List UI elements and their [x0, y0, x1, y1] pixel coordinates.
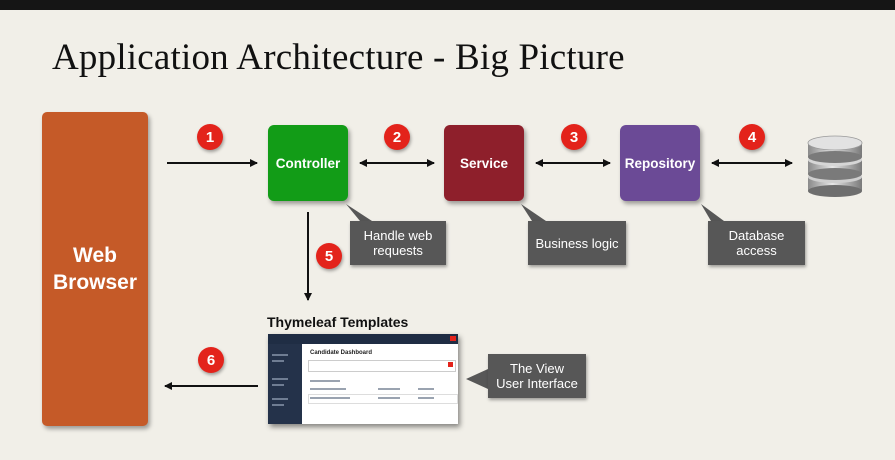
step-badge-3: 3 — [561, 124, 587, 150]
screenshot-nav-button — [450, 336, 456, 341]
controller-box: Controller — [268, 125, 348, 201]
screenshot-text-line — [272, 398, 288, 400]
callout-pointer-controller — [346, 204, 372, 221]
callout-pointer-view — [466, 369, 488, 389]
callout-pointer-service — [521, 204, 546, 221]
repository-box: Repository — [620, 125, 700, 201]
step-badge-6: 6 — [198, 347, 224, 373]
screenshot-navbar — [268, 334, 458, 344]
note-the-view: The View User Interface — [488, 354, 586, 398]
web-browser-box: Web Browser — [42, 112, 148, 426]
screenshot-text-line — [418, 397, 434, 399]
note-handle-web-requests: Handle web requests — [350, 221, 446, 265]
screenshot-text-line — [310, 380, 340, 382]
dashboard-screenshot: Candidate Dashboard — [268, 334, 458, 424]
step-badge-4: 4 — [739, 124, 765, 150]
screenshot-search-bar — [308, 360, 456, 372]
screenshot-text-line — [272, 384, 284, 386]
screenshot-dashboard-title: Candidate Dashboard — [310, 350, 373, 356]
step-badge-1: 1 — [197, 124, 223, 150]
screenshot-text-line — [272, 378, 288, 380]
screenshot-text-line — [272, 404, 284, 406]
callout-pointer-repository — [701, 204, 724, 221]
note-business-logic: Business logic — [528, 221, 626, 265]
screenshot-text-line — [418, 388, 434, 390]
screenshot-text-line — [378, 388, 400, 390]
slide-title: Application Architecture - Big Picture — [52, 37, 625, 78]
database-icon — [807, 135, 863, 197]
screenshot-search-button — [448, 362, 453, 367]
screenshot-text-line — [378, 397, 400, 399]
thymeleaf-templates-label: Thymeleaf Templates — [267, 314, 409, 330]
screenshot-table-row — [308, 394, 458, 404]
screenshot-text-line — [310, 388, 346, 390]
step-badge-5: 5 — [316, 243, 342, 269]
step-badge-2: 2 — [384, 124, 410, 150]
top-bar — [0, 0, 895, 10]
screenshot-text-line — [272, 360, 284, 362]
screenshot-text-line — [272, 354, 288, 356]
service-box: Service — [444, 125, 524, 201]
note-database-access: Database access — [708, 221, 805, 265]
screenshot-text-line — [310, 397, 350, 399]
